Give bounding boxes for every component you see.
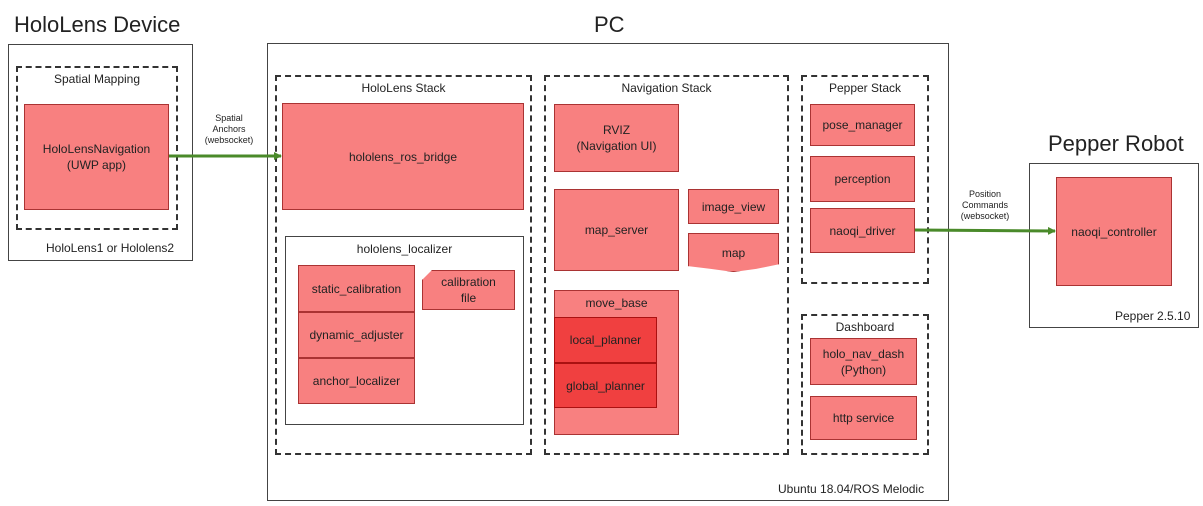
spatial-anchors-label: Spatial Anchors (websocket): [194, 113, 264, 146]
perception: perception: [810, 156, 915, 202]
pose-manager: pose_manager: [810, 104, 915, 146]
spatial-anchors-line2: Anchors: [212, 124, 246, 134]
local-planner: local_planner: [554, 317, 657, 363]
image-view: image_view: [688, 189, 779, 224]
map-document: map: [688, 233, 779, 272]
hololens-device-footer: HoloLens1 or Hololens2: [46, 241, 175, 255]
holo-nav-dash: holo_nav_dash (Python): [810, 338, 917, 385]
hololens-stack-group: [275, 75, 532, 455]
pepper-robot-title: Pepper Robot: [1048, 131, 1184, 156]
holo-nav-dash-lang: (Python): [840, 362, 887, 377]
pc-title: PC: [594, 12, 625, 37]
pepper-robot-footer: Pepper 2.5.10: [1115, 309, 1191, 323]
anchor-localizer: anchor_localizer: [298, 358, 415, 404]
pc-footer: Ubuntu 18.04/ROS Melodic: [778, 482, 925, 496]
spatial-anchors-line3: (websocket): [204, 135, 254, 145]
position-commands-line3: (websocket): [960, 211, 1010, 221]
naoqi-controller: naoqi_controller: [1056, 177, 1172, 286]
rviz-name: RVIZ: [602, 123, 631, 137]
http-service: http service: [810, 396, 917, 440]
calibration-file-line1: calibration: [441, 275, 496, 289]
spatial-anchors-line1: Spatial: [215, 113, 243, 123]
hololens-navigation-name: HoloLensNavigation: [42, 142, 151, 156]
dynamic-adjuster: dynamic_adjuster: [298, 312, 415, 358]
spatial-mapping-group: [16, 66, 178, 230]
hololens-device-title: HoloLens Device: [14, 12, 181, 37]
hololens-localizer-label: hololens_localizer: [356, 242, 453, 256]
pepper-stack-group: [801, 75, 929, 284]
rviz: RVIZ (Navigation UI): [554, 104, 679, 172]
position-commands-line2: Commands: [961, 200, 1008, 210]
hololens-stack-label: HoloLens Stack: [361, 81, 446, 95]
calibration-file: calibration file: [422, 270, 515, 310]
map-server: map_server: [554, 189, 679, 271]
holo-nav-dash-name: holo_nav_dash: [822, 346, 905, 361]
navigation-stack-label: Navigation Stack: [621, 81, 712, 95]
dashboard-group: [801, 314, 929, 455]
pepper-stack-label: Pepper Stack: [828, 81, 902, 95]
navigation-stack-group: [544, 75, 789, 455]
naoqi-driver: naoqi_driver: [810, 208, 915, 253]
global-planner: global_planner: [554, 363, 657, 408]
hololens-ros-bridge: hololens_ros_bridge: [282, 103, 524, 210]
hololens-navigation-type: (UWP app): [66, 158, 127, 172]
position-commands-line1: Position: [968, 189, 1002, 199]
hololens-navigation-app: HoloLensNavigation (UWP app): [24, 104, 169, 210]
static-calibration: static_calibration: [298, 265, 415, 312]
calibration-file-line2: file: [460, 291, 477, 305]
rviz-desc: (Navigation UI): [576, 139, 657, 153]
position-commands-arrow: [914, 226, 1056, 235]
spatial-mapping-label: Spatial Mapping: [53, 72, 141, 86]
position-commands-label: Position Commands (websocket): [950, 189, 1020, 222]
dashboard-label: Dashboard: [835, 320, 895, 334]
